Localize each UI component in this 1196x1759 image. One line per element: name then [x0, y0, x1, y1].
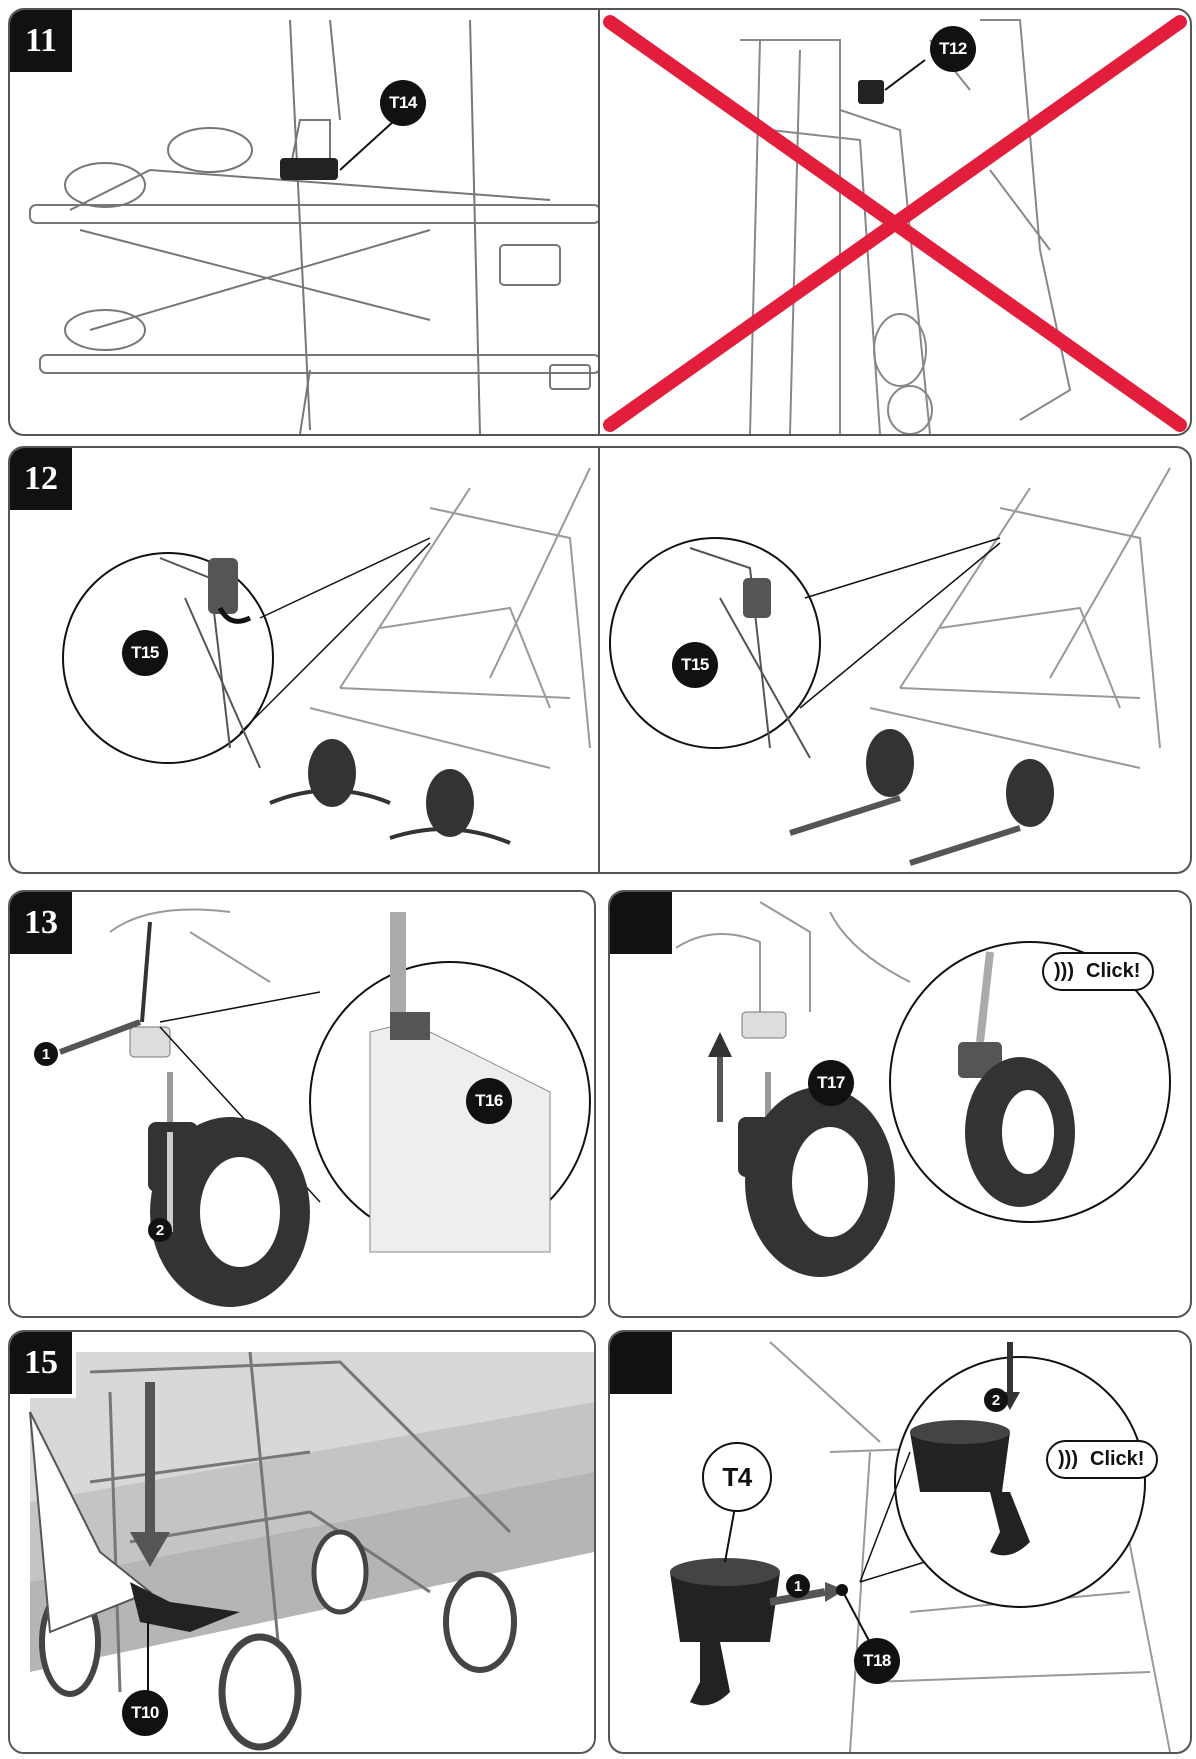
sound-wave-icon: )))	[1054, 960, 1074, 982]
callout-t12: T12	[930, 26, 976, 72]
zoom-circle-5	[894, 1356, 1146, 1608]
sequence-number-1-b: 1	[786, 1574, 810, 1598]
step-number-14	[610, 892, 676, 958]
callout-t16: T16	[466, 1078, 512, 1124]
step-number-13: 13	[10, 892, 76, 958]
callout-t18: T18	[854, 1638, 900, 1684]
panel-step-12-left: 12 T15	[8, 446, 602, 874]
callout-t15-left: T15	[122, 630, 168, 676]
panel-step-13: 13 1 2 T16	[8, 890, 596, 1318]
panel-step-14: T17 ))) Click!	[608, 890, 1192, 1318]
cup-holder-attach-illustration	[670, 1341, 1171, 1752]
zoom-circle-2	[609, 537, 821, 749]
sequence-number-2-b: 2	[984, 1388, 1008, 1412]
wheel-attach-illustration	[669, 901, 1171, 1277]
step-number-16	[610, 1332, 676, 1398]
wheel-removal-illustration	[58, 908, 591, 1307]
callout-t14: T14	[380, 80, 426, 126]
incorrect-lift-illustration	[603, 15, 1187, 434]
panel-step-11: 11 T14	[8, 8, 602, 436]
panel-step-15: 15 T10	[8, 1330, 596, 1754]
cross-line-2	[603, 15, 1187, 432]
click-text-2: Click!	[1090, 1448, 1145, 1470]
callout-t17: T17	[808, 1060, 854, 1106]
callout-t4: T4	[702, 1442, 772, 1512]
step-number-11: 11	[10, 10, 76, 76]
brake-on-stairs-illustration	[10, 1332, 594, 1752]
sequence-number-1: 1	[34, 1042, 58, 1066]
front-wheel-unlock-illustration	[62, 467, 591, 845]
sound-wave-icon-2: )))	[1058, 1448, 1078, 1470]
callout-t10: T10	[122, 1690, 168, 1736]
panel-step-11-incorrect: T12	[598, 8, 1192, 436]
click-bubble-2: ))) Click!	[1046, 1440, 1159, 1479]
callout-t15-right: T15	[672, 642, 718, 688]
step-number-12: 12	[10, 448, 76, 514]
folded-stroller-illustration	[29, 19, 600, 434]
panel-step-12-right: T15	[598, 446, 1192, 874]
front-wheel-lock-illustration	[609, 467, 1171, 866]
click-text-1: Click!	[1086, 960, 1141, 982]
sequence-number-2: 2	[148, 1218, 172, 1242]
click-bubble-1: ))) Click!	[1042, 952, 1155, 991]
panel-step-16: T4 1 2 T18 ))) Click!	[608, 1330, 1192, 1754]
step-number-15: 15	[10, 1332, 76, 1398]
